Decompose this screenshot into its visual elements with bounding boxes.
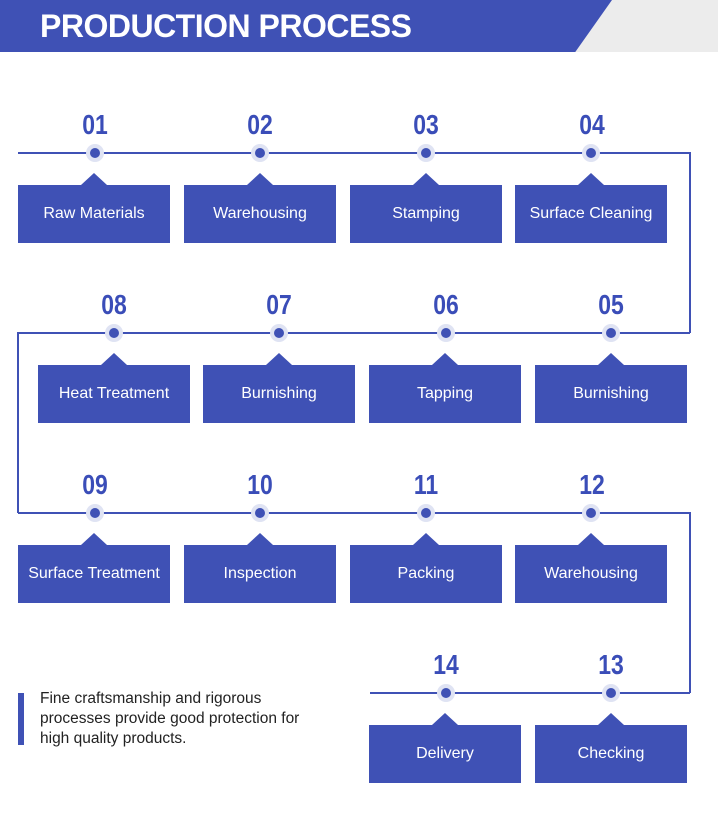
step-label: Delivery [416, 745, 474, 762]
step-box: Burnishing [203, 353, 355, 423]
step-box: Warehousing [184, 173, 336, 243]
step-box: Surface Cleaning [515, 173, 667, 243]
step-number: 09 [82, 469, 108, 500]
step-box: Burnishing [535, 353, 687, 423]
step-number: 07 [266, 289, 292, 320]
step-number: 02 [247, 109, 273, 140]
step-number: 14 [433, 649, 459, 680]
step-box: Stamping [350, 173, 502, 243]
step-label: Raw Materials [43, 205, 145, 222]
step-box: Heat Treatment [38, 353, 190, 423]
step-dot [417, 144, 435, 162]
step-box: Delivery [369, 713, 521, 783]
step-label: Burnishing [241, 385, 317, 402]
step-dot [602, 324, 620, 342]
step-label: Warehousing [544, 565, 638, 582]
step-number: 10 [247, 469, 273, 500]
step-label: Checking [577, 745, 645, 762]
step-box: Surface Treatment [18, 533, 170, 603]
step-label: Burnishing [573, 385, 649, 402]
step-dot [602, 684, 620, 702]
step-label: Surface Treatment [28, 565, 160, 582]
step-number: 01 [82, 109, 108, 140]
step-dot [105, 324, 123, 342]
step-label: Heat Treatment [58, 385, 170, 402]
step-box: Raw Materials [18, 173, 170, 243]
step-dot [270, 324, 288, 342]
step-dot [582, 144, 600, 162]
step-label: Inspection [223, 565, 297, 582]
connector-row3 [18, 512, 691, 693]
step-number: 13 [598, 649, 624, 680]
step-number: 05 [598, 289, 624, 320]
note-accent-bar [18, 693, 24, 745]
step-dot [582, 504, 600, 522]
step-number: 11 [413, 469, 439, 500]
step-label: Packing [397, 565, 455, 582]
step-label: Tapping [416, 385, 474, 402]
step-label: Surface Cleaning [529, 205, 653, 222]
step-dot [437, 684, 455, 702]
step-box: Checking [535, 713, 687, 783]
step-box: Packing [350, 533, 502, 603]
header-banner [0, 0, 612, 52]
step-label: Stamping [392, 205, 460, 222]
step-label: Warehousing [213, 205, 307, 222]
step-box: Warehousing [515, 533, 667, 603]
step-number: 04 [579, 109, 605, 140]
note-text: Fine craftsmanship and rigorous processe… [40, 690, 300, 747]
step-dot [86, 144, 104, 162]
page-title: PRODUCTION PROCESS [40, 8, 412, 44]
step-dot [86, 504, 104, 522]
connector-row1 [18, 152, 691, 333]
step-dot [251, 504, 269, 522]
step-number: 08 [101, 289, 127, 320]
step-dot [417, 504, 435, 522]
step-number: 12 [579, 469, 605, 500]
step-box: Tapping [369, 353, 521, 423]
connector-row2 [17, 332, 690, 513]
step-number: 06 [433, 289, 459, 320]
step-number: 03 [413, 109, 439, 140]
step-dot [251, 144, 269, 162]
step-box: Inspection [184, 533, 336, 603]
step-dot [437, 324, 455, 342]
